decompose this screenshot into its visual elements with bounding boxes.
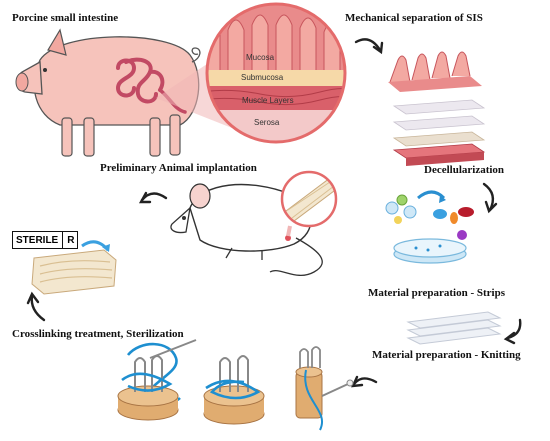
layer-serosa-label: Serosa bbox=[254, 118, 280, 127]
label-animal-implantation: Preliminary Animal implantation bbox=[100, 162, 257, 174]
needle bbox=[149, 339, 197, 359]
sterile-word: STERILE bbox=[13, 232, 64, 248]
separated-layers bbox=[388, 51, 486, 166]
label-knitting: Material preparation - Knitting bbox=[372, 349, 521, 361]
label-strips: Material preparation - Strips bbox=[368, 287, 505, 299]
label-mechanical-separation: Mechanical separation of SIS bbox=[345, 12, 483, 24]
tissue-cross-section: Mucosa Submucosa Muscle Layers Serosa bbox=[205, 2, 347, 144]
rat-illustration bbox=[170, 183, 323, 277]
knitting-tools bbox=[117, 342, 354, 431]
layer-muscle-label: Muscle Layers bbox=[242, 96, 294, 105]
layer-mucosa-label: Mucosa bbox=[246, 53, 275, 62]
arrow-5 bbox=[30, 294, 46, 322]
decellularization-illustration bbox=[385, 190, 474, 264]
label-porcine-small-intestine: Porcine small intestine bbox=[12, 12, 119, 24]
arrow-1 bbox=[354, 38, 382, 52]
label-crosslinking-sterilization: Crosslinking treatment, Sterilization bbox=[12, 328, 184, 340]
pig-illustration bbox=[15, 28, 201, 157]
flow-arrows bbox=[26, 38, 522, 388]
implant-zoom bbox=[280, 170, 338, 228]
label-decellularization: Decellularization bbox=[424, 164, 505, 176]
intestine-coil bbox=[116, 57, 165, 104]
sterilized-graft bbox=[31, 240, 117, 295]
sterile-indicator-box: STERILE R bbox=[12, 231, 78, 249]
sterile-letter: R bbox=[67, 234, 75, 246]
layer-submucosa-label: Submucosa bbox=[241, 73, 284, 82]
material-strips bbox=[406, 311, 502, 345]
